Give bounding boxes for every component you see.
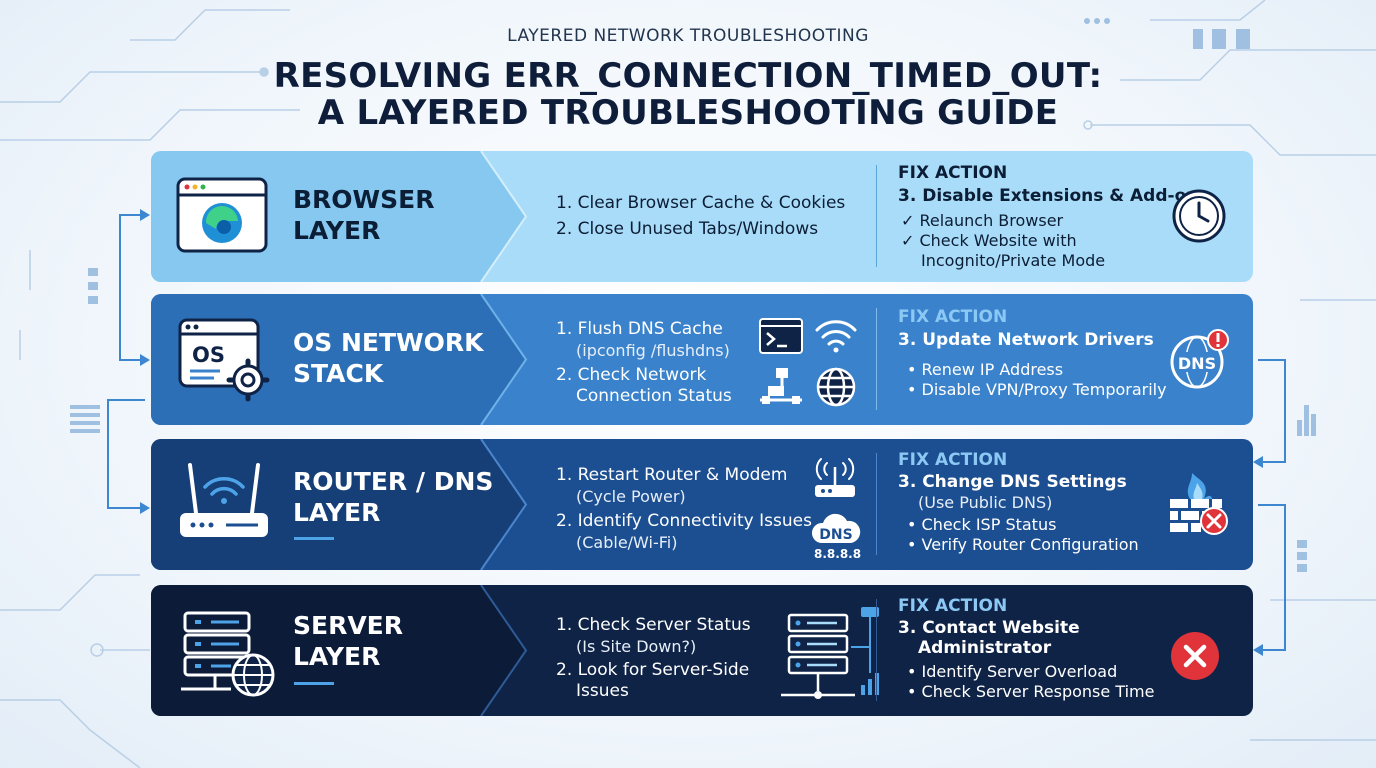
fix-item: ✓ Check Website with (901, 231, 1077, 250)
step-1: 1. Restart Router & Modem (556, 465, 788, 485)
step-1: 1. Clear Browser Cache & Cookies (556, 193, 846, 213)
ethernet-network-icon (758, 366, 804, 412)
router-layer-row: ROUTER / DNS LAYER 1. Restart Router & M… (151, 439, 1253, 570)
fix-header: FIX ACTION (898, 596, 1008, 616)
step-2-line2: Issues (576, 681, 629, 701)
step-1: 1. Flush DNS Cache (556, 319, 723, 339)
os-layer-row: OS OS NETWORK STACK 1. Flush DNS Cache (… (151, 294, 1253, 425)
browser-window-icon (176, 177, 268, 257)
step-1-detail: (ipconfig /flushdns) (576, 341, 730, 360)
fix-main-line2: Administrator (918, 638, 1052, 658)
layer-name-line1: OS NETWORK (293, 328, 484, 357)
chevron-divider (151, 439, 528, 570)
browser-layer-row: BROWSER LAYER 1. Clear Browser Cache & C… (151, 151, 1253, 282)
dns-warning-icon: DNS (1169, 328, 1231, 394)
step-2-line2: Connection Status (576, 386, 732, 406)
os-settings-icon: OS (176, 318, 276, 408)
step-1-detail: (Is Site Down?) (576, 637, 697, 656)
dns-server-ip: 8.8.8.8 (814, 547, 862, 561)
error-x-icon (1169, 630, 1221, 686)
step-2-detail: (Cable/Wi-Fi) (576, 533, 678, 552)
os-icon-label: OS (192, 343, 225, 367)
header-subtitle: LAYERED NETWORK TROUBLESHOOTING (507, 26, 869, 46)
fix-header: FIX ACTION (898, 307, 1008, 327)
layer-name-line2: STACK (293, 359, 384, 388)
wifi-icon (813, 316, 859, 358)
dns-cloud-label: DNS (819, 527, 852, 543)
layer-name: SERVER LAYER (293, 610, 403, 672)
fix-item: • Check Server Response Time (907, 682, 1155, 701)
section-divider (876, 165, 877, 267)
firewall-error-icon (1166, 469, 1232, 543)
step-2: 2. Check Network (556, 365, 707, 385)
layer-name-line2: LAYER (293, 216, 381, 245)
fix-item: • Disable VPN/Proxy Temporarily (907, 380, 1167, 399)
layer-name-line1: SERVER (293, 611, 404, 640)
accent-underline (294, 537, 334, 540)
globe-icon (815, 366, 857, 412)
fix-main: 3. Change DNS Settings (898, 472, 1127, 492)
fix-header: FIX ACTION (898, 450, 1008, 470)
step-1-detail: (Cycle Power) (576, 487, 686, 506)
server-rack-chart-icon (781, 603, 891, 707)
page-title-line2: A LAYERED TROUBLESHOOTING GUIDE (317, 93, 1059, 133)
step-2: 2. Close Unused Tabs/Windows (556, 219, 819, 239)
page-title-line1: RESOLVING ERR_CONNECTION_TIMED_OUT: (273, 56, 1103, 96)
section-divider (876, 599, 877, 701)
fix-item: ✓ Relaunch Browser (901, 211, 1064, 230)
dns-cloud-icon: DNS (811, 509, 861, 563)
layer-name: BROWSER LAYER (293, 184, 434, 246)
router-icon (176, 461, 272, 549)
fix-item: • Identify Server Overload (907, 662, 1118, 681)
layer-name: ROUTER / DNS LAYER (293, 466, 493, 528)
modem-signal-icon (811, 453, 859, 505)
terminal-icon (758, 317, 804, 359)
section-divider (876, 308, 877, 410)
step-2: 2. Look for Server-Side (556, 660, 750, 680)
fix-item: • Renew IP Address (907, 360, 1064, 379)
fix-item: • Verify Router Configuration (907, 535, 1139, 554)
layer-name-line2: LAYER (293, 498, 381, 527)
server-globe-icon (181, 609, 277, 703)
server-layer-row: SERVER LAYER 1. Check Server Status (Is … (151, 585, 1253, 716)
layer-name-line1: ROUTER / DNS (293, 467, 494, 496)
fix-main-detail: (Use Public DNS) (918, 493, 1053, 512)
fix-item: • Check ISP Status (907, 515, 1057, 534)
step-1: 1. Check Server Status (556, 615, 751, 635)
fix-main: 3. Update Network Drivers (898, 330, 1154, 350)
fix-main: 3. Contact Website (898, 618, 1080, 638)
section-divider (876, 453, 877, 555)
accent-underline (294, 682, 334, 685)
layer-name-line2: LAYER (293, 642, 381, 671)
fix-main: 3. Disable Extensions & Add-ons (898, 186, 1209, 206)
layer-name-line1: BROWSER (293, 185, 435, 214)
fix-header: FIX ACTION (898, 163, 1008, 183)
fix-item: Incognito/Private Mode (921, 251, 1106, 270)
layer-name: OS NETWORK STACK (293, 327, 483, 389)
step-2: 2. Identify Connectivity Issues (556, 511, 812, 531)
dns-icon-label: DNS (1178, 354, 1216, 373)
clock-icon (1171, 188, 1227, 248)
